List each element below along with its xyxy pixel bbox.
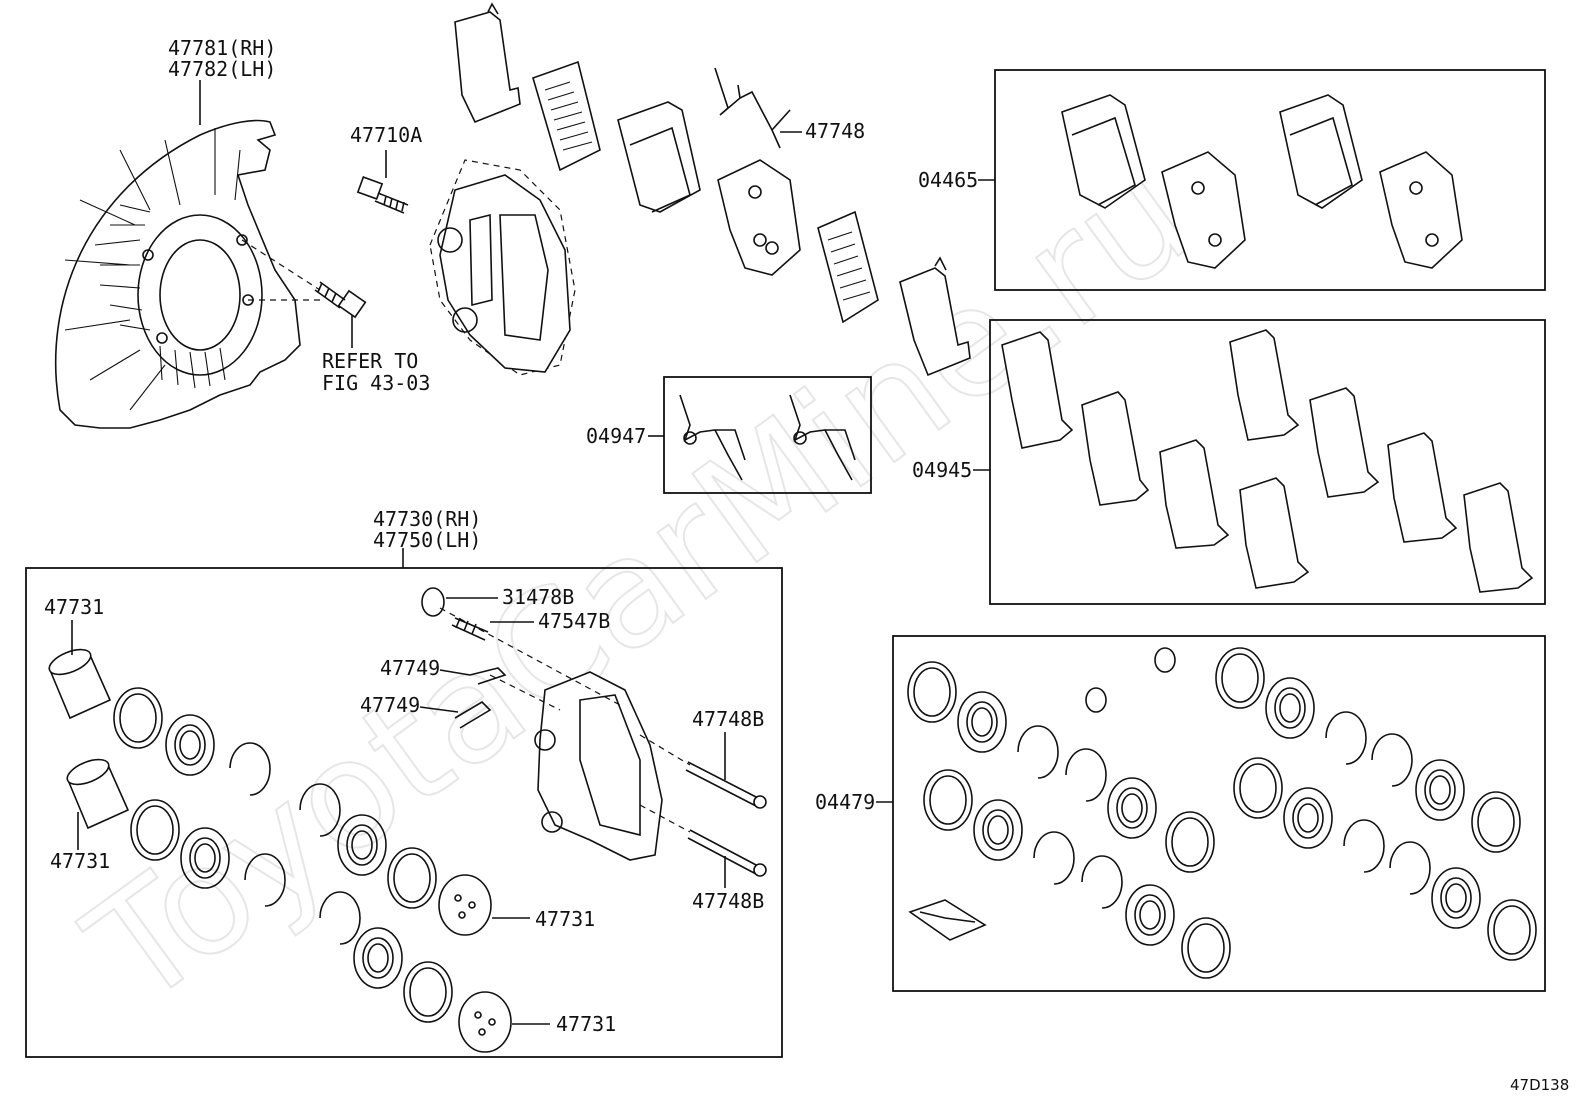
kit-04945-box: [989, 319, 1546, 605]
label-kit-04479: 04479: [815, 790, 875, 814]
label-pin-1: 47748B: [692, 707, 764, 731]
label-pin-2: 47748B: [692, 889, 764, 913]
label-refer-to: REFER TO: [322, 349, 418, 373]
label-bolt: 47710A: [350, 123, 422, 147]
caliper-assy-parts: [48, 587, 767, 1053]
label-clip-1: 47749: [380, 656, 440, 680]
kit-04465-pads: [1061, 94, 1463, 269]
kit-04479-box: [892, 635, 1546, 992]
caliper-top-drawing: [429, 159, 576, 376]
label-shield-lh: 47782(LH): [168, 57, 276, 81]
label-piston-3: 47731: [535, 907, 595, 931]
label-shield-rh: 47781(RH): [168, 36, 276, 60]
label-caliper-rh: 47730(RH): [373, 507, 481, 531]
label-kit-04947: 04947: [586, 424, 646, 448]
label-piston-4: 47731: [556, 1012, 616, 1036]
label-clip-2: 47749: [360, 693, 420, 717]
label-refer-fig: FIG 43-03: [322, 371, 430, 395]
label-kit-04465: 04465: [918, 168, 978, 192]
kit-04945-shims: [1001, 329, 1534, 593]
label-kit-04945: 04945: [912, 458, 972, 482]
label-piston-1: 47731: [44, 595, 104, 619]
caliper-assy-box: [25, 567, 783, 1058]
label-bleeder: 47547B: [538, 609, 610, 633]
kit-04947-springs: [679, 394, 856, 481]
illustration-code: 47D138: [1510, 1076, 1569, 1094]
bolt-drawing: [314, 176, 409, 319]
label-caliper-lh: 47750(LH): [373, 528, 481, 552]
label-piston-2: 47731: [50, 849, 110, 873]
kit-04947-box: [663, 376, 872, 494]
label-cap: 31478B: [502, 585, 574, 609]
pad-chain-drawing: [454, 2, 971, 377]
label-spring-top: 47748: [805, 119, 865, 143]
dust-shield-drawing: [54, 119, 321, 429]
kit-04479-seals: [907, 647, 1537, 979]
